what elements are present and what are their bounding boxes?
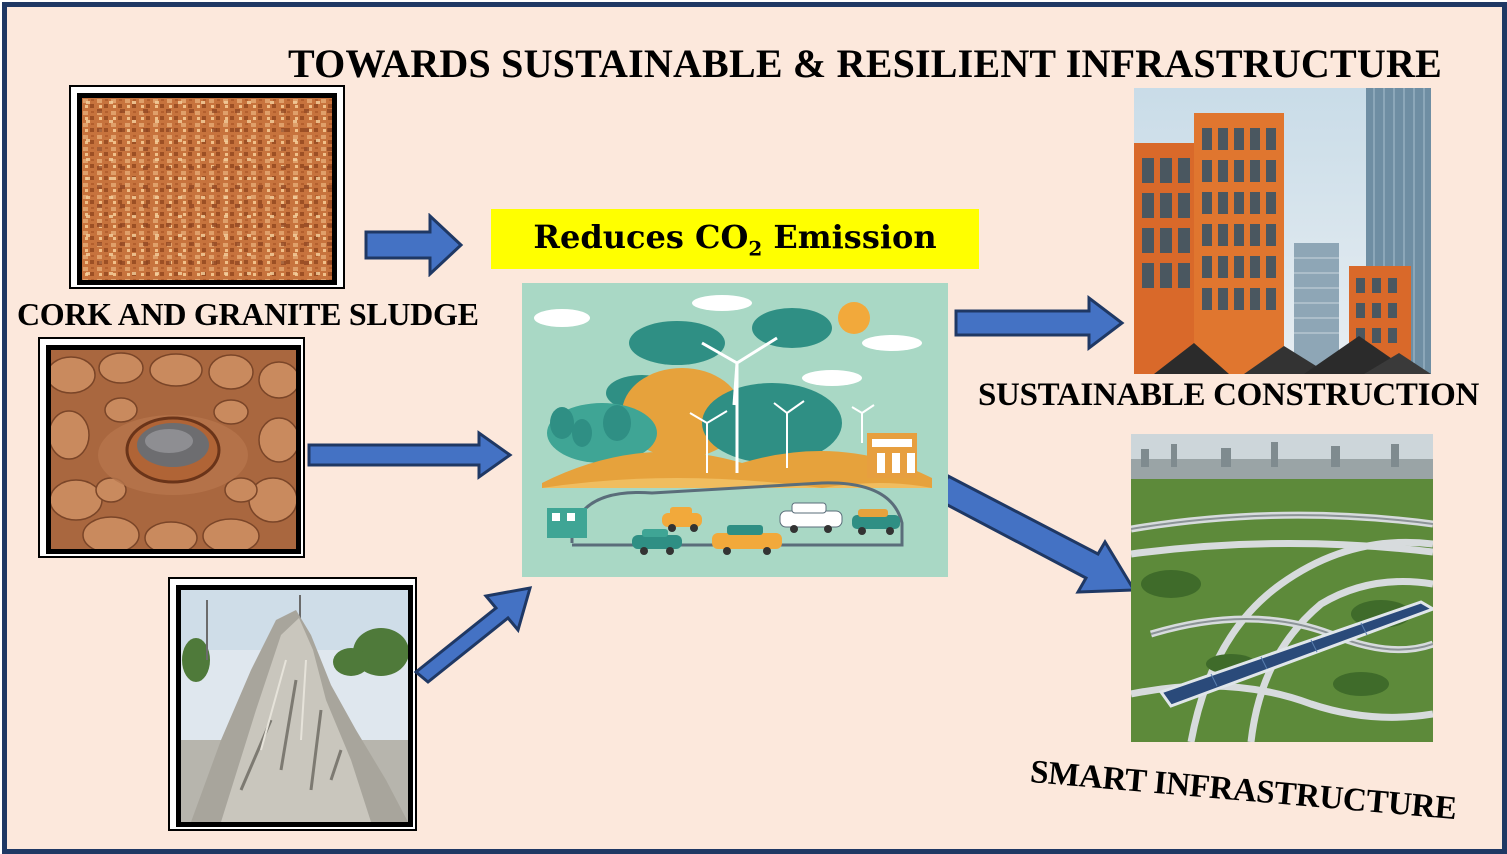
sludge-mound-image-frame	[168, 577, 417, 831]
cork-texture-image	[82, 98, 332, 280]
sludge-mound-image	[181, 590, 408, 822]
smart-infrastructure-image	[1131, 434, 1433, 742]
co2-reduction-label: Reduces CO2 Emission	[533, 217, 937, 261]
diagram-title: TOWARDS SUSTAINABLE & RESILIENT INFRASTR…	[288, 41, 1442, 86]
co2-reduction-label-box: Reduces CO2 Emission	[491, 209, 979, 269]
arrow-center-to-smart	[938, 473, 1137, 594]
arrow-mound-to-center	[413, 586, 533, 684]
arrow-cork-to-co2	[364, 213, 464, 277]
car-icon	[662, 507, 702, 532]
wind-turbine-icon	[701, 336, 778, 473]
sustainable-construction-image	[1134, 88, 1431, 374]
sustainable-construction-label: SUSTAINABLE CONSTRUCTION	[978, 377, 1480, 413]
granite-sludge-image	[51, 350, 296, 549]
arrow-granite-to-center	[307, 430, 513, 480]
arrow-center-to-sustainable	[954, 295, 1125, 351]
granite-sludge-image-frame	[38, 337, 305, 558]
cork-granite-label: CORK AND GRANITE SLUDGE	[17, 296, 479, 332]
cork-image-frame	[69, 85, 345, 289]
green-energy-illustration	[522, 283, 948, 577]
